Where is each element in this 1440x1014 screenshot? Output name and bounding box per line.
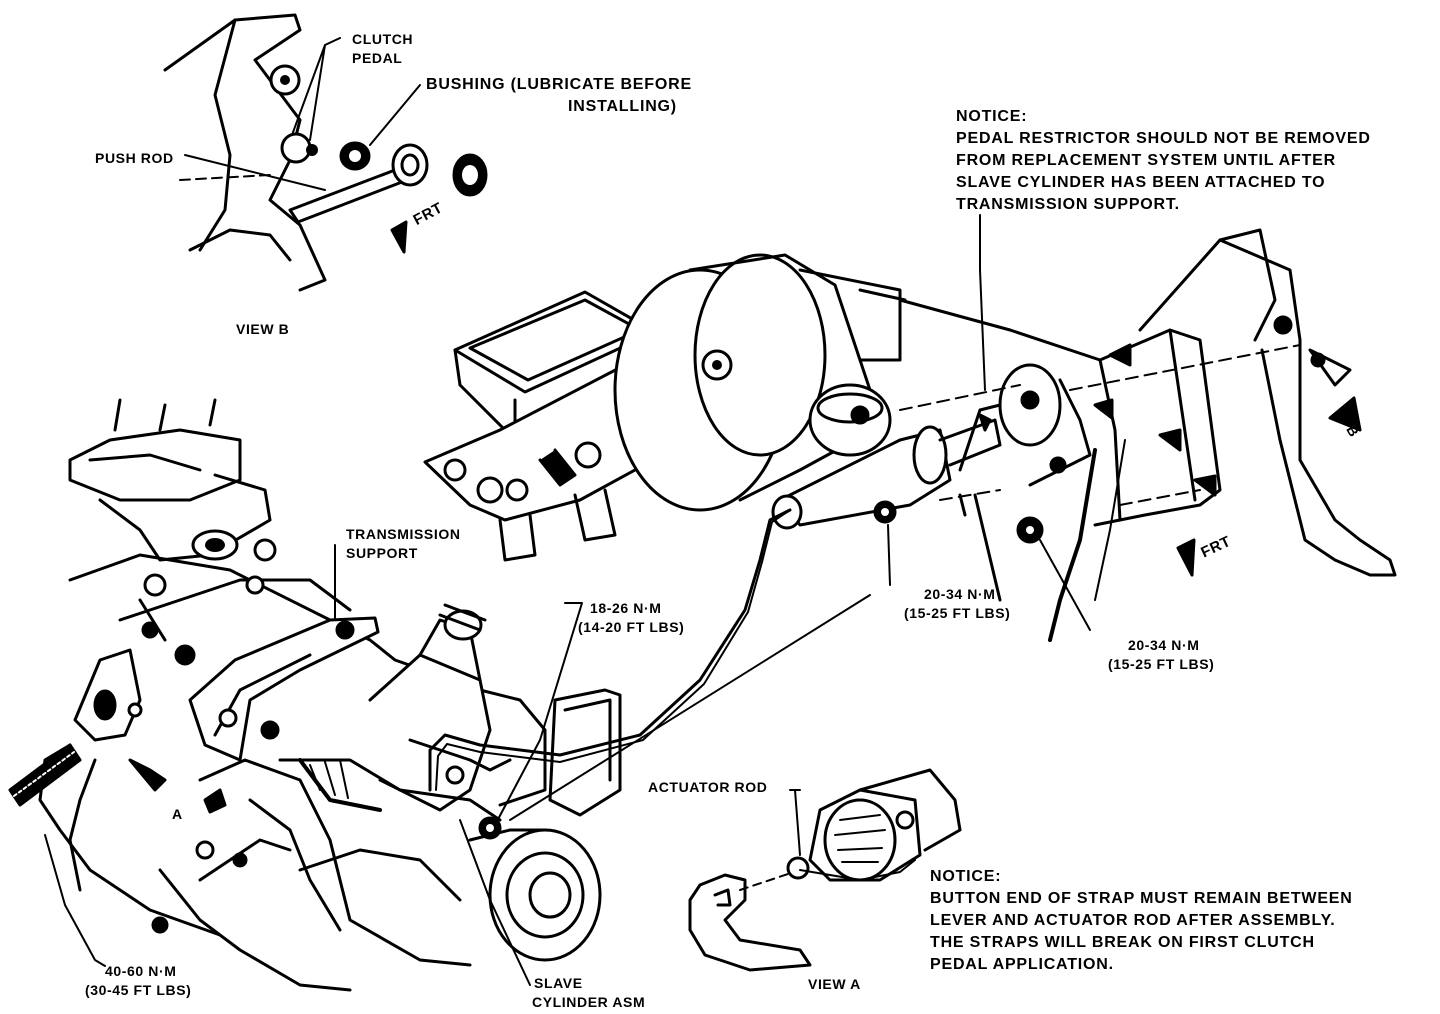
brake-booster-assembly	[423, 253, 1012, 562]
view-a-illustration	[688, 768, 962, 972]
transmission-support-label: TRANSMISSION SUPPORT	[346, 526, 461, 561]
notice-top: NOTICE: PEDAL RESTRICTOR SHOULD NOT BE R…	[956, 108, 1371, 213]
torque-20-34-b-label: 20-34 N·M (15-25 FT LBS)	[1108, 637, 1215, 672]
view-b-label: VIEW B	[236, 321, 290, 337]
hydraulic-line	[428, 508, 792, 792]
clutch-pedal-label: CLUTCH PEDAL	[352, 31, 414, 66]
frt-arrow-icon	[390, 220, 408, 254]
actuator-rod-label: ACTUATOR ROD	[648, 779, 768, 795]
torque-40-60-label: 40-60 N·M (30-45 FT LBS)	[85, 963, 192, 998]
a-marker-label: A	[172, 806, 183, 822]
frt-main-arrow-icon	[1176, 538, 1196, 577]
view-b-illustration	[163, 13, 488, 292]
leader-lines	[44, 214, 1091, 986]
b-view-arrow-icon	[1328, 396, 1362, 432]
torque-18-26-label: 18-26 N·M (14-20 FT LBS)	[578, 600, 685, 635]
slave-cylinder-label: SLAVE CYLINDER ASM	[532, 975, 646, 1010]
notice-bottom: NOTICE: BUTTON END OF STRAP MUST REMAIN …	[930, 868, 1353, 973]
push-rod-label: PUSH ROD	[95, 150, 174, 166]
notice-bottom-title: NOTICE:	[930, 868, 1002, 885]
bushing-label: BUSHING (LUBRICATE BEFORE INSTALLING)	[426, 76, 692, 115]
pedal-assembly	[899, 228, 1397, 642]
view-a-label: VIEW A	[808, 976, 861, 992]
transmission-assembly	[8, 398, 622, 992]
torque-20-34-a-label: 20-34 N·M (15-25 FT LBS)	[904, 586, 1011, 621]
notice-top-title: NOTICE:	[956, 108, 1028, 125]
